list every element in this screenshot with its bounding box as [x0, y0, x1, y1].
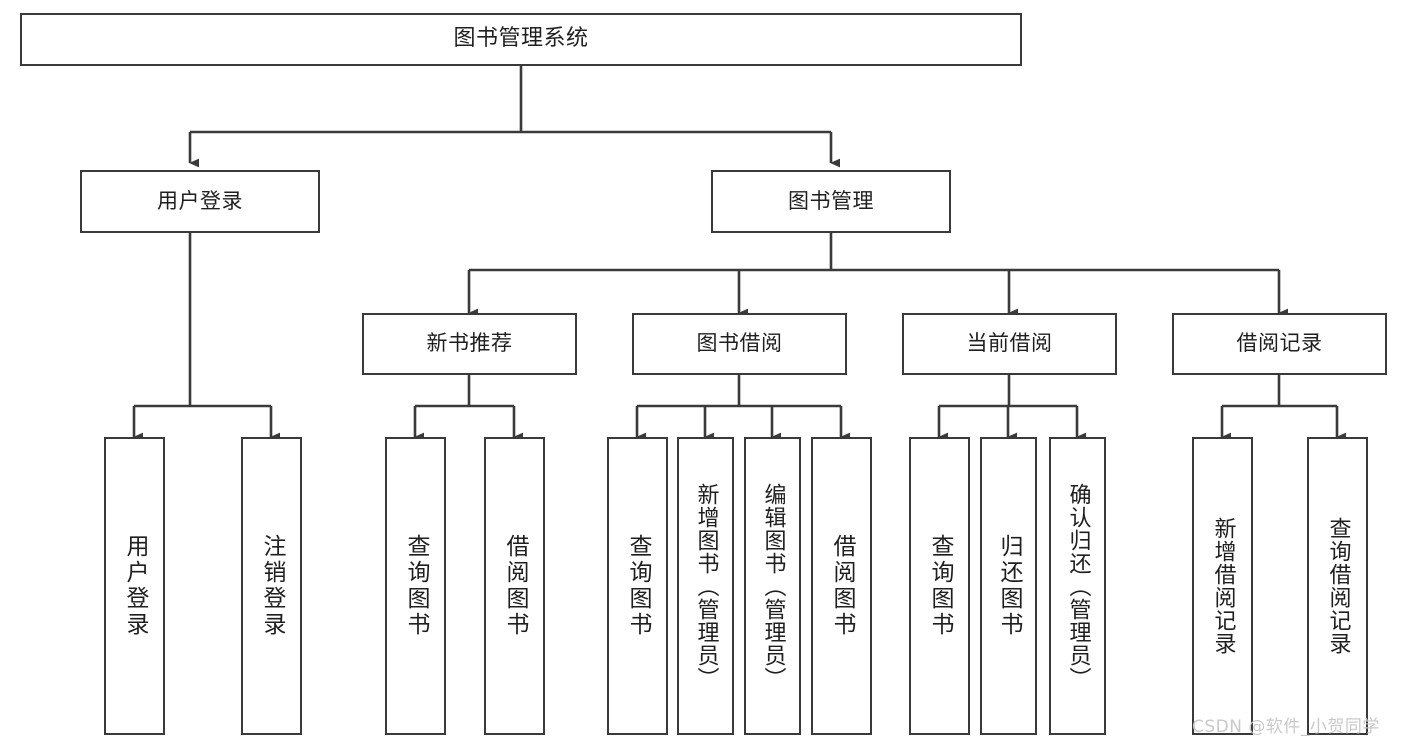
- node-book-borrow[interactable]: 图书借阅: [632, 313, 847, 375]
- leaf-borrow-record-query-record-label: 查询借阅记录: [1325, 517, 1351, 655]
- leaf-user-login-login[interactable]: 用户登录: [104, 437, 165, 735]
- leaf-borrow-record-add-record-label: 新增借阅记录: [1210, 517, 1236, 655]
- leaf-book-borrow-query-book-label: 查询图书: [625, 534, 651, 638]
- leaf-borrow-record-query-record[interactable]: 查询借阅记录: [1307, 437, 1368, 735]
- leaf-book-borrow-edit-book-admin-label: 编辑图书（管理员）: [760, 482, 786, 690]
- leaf-new-book-borrow-book[interactable]: 借阅图书: [484, 437, 545, 735]
- leaf-user-login-login-label: 用户登录: [122, 534, 148, 638]
- leaf-current-borrow-query-book-label: 查询图书: [927, 534, 953, 638]
- node-new-book-recommend-label: 新书推荐: [426, 331, 513, 356]
- leaf-book-borrow-add-book-admin[interactable]: 新增图书（管理员）: [677, 437, 734, 735]
- leaf-book-borrow-query-book[interactable]: 查询图书: [607, 437, 668, 735]
- node-user-login-label: 用户登录: [157, 188, 243, 213]
- node-book-management[interactable]: 图书管理: [711, 170, 951, 233]
- node-root-book-management-system[interactable]: 图书管理系统: [20, 13, 1022, 66]
- node-book-borrow-label: 图书借阅: [696, 331, 783, 356]
- leaf-book-borrow-edit-book-admin[interactable]: 编辑图书（管理员）: [744, 437, 801, 735]
- node-current-borrow[interactable]: 当前借阅: [902, 313, 1117, 375]
- node-user-login[interactable]: 用户登录: [80, 170, 320, 233]
- node-borrow-record[interactable]: 借阅记录: [1172, 313, 1387, 375]
- leaf-borrow-record-add-record[interactable]: 新增借阅记录: [1192, 437, 1253, 735]
- leaf-new-book-borrow-book-label: 借阅图书: [502, 534, 528, 638]
- leaf-user-login-logout-label: 注销登录: [259, 534, 285, 638]
- leaf-current-borrow-confirm-return-admin[interactable]: 确认归还（管理员）: [1049, 437, 1106, 735]
- leaf-current-borrow-confirm-return-admin-label: 确认归还（管理员）: [1065, 482, 1091, 690]
- leaf-new-book-query-book[interactable]: 查询图书: [385, 437, 446, 735]
- leaf-current-borrow-return-book-label: 归还图书: [996, 534, 1022, 638]
- leaf-user-login-logout[interactable]: 注销登录: [241, 437, 302, 735]
- leaf-current-borrow-query-book[interactable]: 查询图书: [909, 437, 970, 735]
- node-new-book-recommend[interactable]: 新书推荐: [362, 313, 577, 375]
- node-root-label: 图书管理系统: [453, 26, 589, 52]
- csdn-watermark: CSDN @软件_小贺同学: [1192, 717, 1380, 737]
- node-book-management-label: 图书管理: [788, 188, 874, 213]
- leaf-book-borrow-borrow-book-label: 借阅图书: [829, 534, 855, 638]
- node-current-borrow-label: 当前借阅: [966, 331, 1053, 356]
- leaf-new-book-query-book-label: 查询图书: [403, 534, 429, 638]
- leaf-book-borrow-borrow-book[interactable]: 借阅图书: [811, 437, 872, 735]
- node-borrow-record-label: 借阅记录: [1236, 331, 1323, 356]
- leaf-book-borrow-add-book-admin-label: 新增图书（管理员）: [693, 482, 719, 690]
- leaf-current-borrow-return-book[interactable]: 归还图书: [980, 437, 1037, 735]
